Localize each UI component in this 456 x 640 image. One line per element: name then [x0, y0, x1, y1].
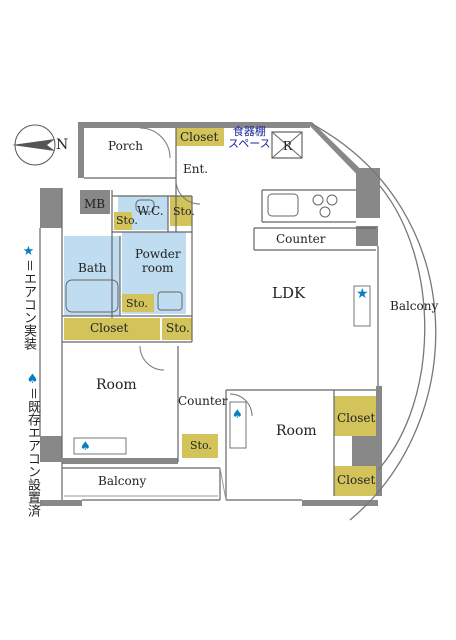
drop-aircon-icon: ♠ [80, 439, 91, 453]
door-swing-porch [139, 127, 171, 159]
star-aircon-icon: ★ [356, 286, 369, 302]
room-right-label: Room [276, 423, 317, 439]
counter-mid-label: Counter [178, 394, 228, 408]
doors [139, 127, 253, 417]
wc-label: W.C. [137, 204, 164, 218]
bath-fill [64, 236, 120, 316]
wall-left-outer [40, 188, 62, 228]
aircon-markers [73, 285, 371, 455]
legend: ★＝エアコン実装 [18, 244, 38, 350]
wall-bottom [40, 500, 82, 506]
shokkidana-label: 食器棚 スペース [228, 126, 271, 150]
sto-hall-label: Sto. [173, 205, 195, 218]
legend-2: ♠＝既存エアコン設置済 [22, 372, 42, 517]
sto-low-fill [182, 434, 218, 458]
shokkidana-text: 食器棚 [232, 125, 266, 138]
outline-wc [111, 190, 192, 318]
wall-right-mid [356, 226, 378, 246]
sto-mid-label: Sto. [166, 321, 190, 335]
powder-room-label-2: room [142, 261, 174, 275]
walls [40, 122, 382, 506]
legend-drop-icon: ♠ [25, 372, 40, 387]
outline-bath [62, 196, 193, 343]
washbasin-icon [157, 291, 183, 311]
stove-burner-icon [312, 194, 324, 206]
outline-kitchen [261, 189, 356, 223]
stove-burner-icon [319, 206, 331, 218]
sink-icon [267, 193, 299, 217]
legend-star-text: ＝エアコン実装 [21, 259, 36, 351]
sto-mid-fill [162, 318, 192, 340]
door-swing-room-left [139, 345, 165, 371]
wall-porch-left [78, 122, 84, 178]
refrigerator-label: R [283, 139, 293, 153]
porch-label: Porch [108, 139, 143, 153]
bath-label: Bath [78, 261, 107, 275]
outline-counter [253, 227, 376, 251]
closet-fills [64, 126, 376, 496]
legend-drop-text: ＝既存エアコン設置済 [25, 387, 40, 518]
aircon-box [73, 437, 127, 455]
wall-right-bottom [302, 500, 378, 506]
balcony-bottom-label: Balcony [98, 474, 147, 488]
mb-label: MB [84, 197, 106, 211]
outline-room-right [225, 389, 376, 501]
closet-right-top-label: Closet [337, 411, 376, 425]
sto-powder-label: Sto. [126, 297, 148, 310]
closet-right-bottom-fill [334, 466, 376, 496]
legend-star-icon: ★ [21, 244, 36, 259]
sto-powder-fill [122, 294, 154, 312]
window-balcony [219, 467, 227, 501]
outline-balcony-bottom [62, 467, 221, 501]
balcony-inner-arc [377, 185, 426, 471]
bathtub-icon [65, 279, 119, 313]
drop-aircon-icon: ♠ [232, 407, 243, 421]
thin-walls [39, 128, 379, 501]
ldk-label: LDK [272, 284, 306, 302]
room-left-label: Room [96, 377, 137, 393]
balcony-right-label: Balcony [390, 299, 439, 313]
wall-right-col [376, 386, 382, 496]
bath-fixtures [65, 199, 183, 313]
sto-wc-label: Sto. [116, 214, 138, 227]
closet-right-top-fill [334, 396, 376, 436]
closet-top-fill [176, 126, 224, 146]
space-text: スペース [228, 137, 271, 150]
closet-top-label: Closet [180, 130, 219, 144]
balcony-outer-arc [311, 123, 437, 521]
powder-room-label-1: Powder [135, 247, 181, 261]
wall-left-bottom [62, 458, 178, 464]
wall-top [78, 122, 310, 128]
door-swing-ent [175, 179, 201, 205]
stove-burner-icon [326, 194, 338, 206]
sto-wc-fill [114, 212, 132, 230]
compass-arrow-icon [12, 139, 55, 151]
aircon-box [353, 285, 371, 327]
wall-diagonal [306, 122, 378, 190]
wall-left-lower [40, 436, 62, 462]
closet-mid-label: Closet [90, 321, 129, 335]
balcony-curve [311, 123, 437, 521]
sto-low-label: Sto. [190, 439, 212, 452]
closet-right-bottom-label: Closet [337, 473, 376, 487]
toilet-icon [135, 199, 155, 213]
wall-right-block [352, 436, 376, 466]
kitchen-fixtures [267, 131, 338, 218]
door-swing-room-right [229, 393, 253, 417]
windows [64, 467, 227, 501]
fridge-cross-icon [271, 131, 303, 159]
aircon-box [229, 401, 247, 449]
compass [12, 124, 56, 166]
wall-mb [80, 190, 110, 214]
closet-mid-fill [64, 318, 160, 340]
counter-kitchen-label: Counter [276, 232, 326, 246]
north-label: N [56, 137, 69, 153]
entrance-label: Ent. [183, 162, 209, 176]
